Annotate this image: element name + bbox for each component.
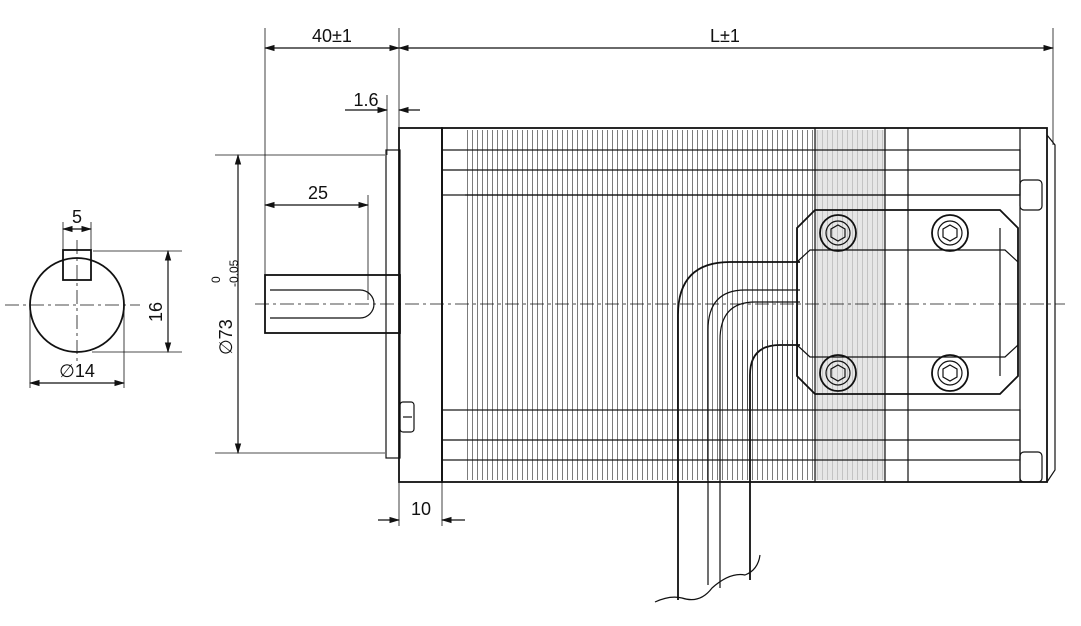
screw-bottom-right bbox=[931, 354, 969, 392]
flange-offset-label: 1.6 bbox=[353, 90, 378, 110]
screw-bottom-left bbox=[819, 354, 857, 392]
svg-text:0: 0 bbox=[209, 276, 223, 283]
screw-top-right bbox=[931, 214, 969, 252]
body-length-label: L±1 bbox=[710, 26, 740, 46]
stator-body bbox=[441, 127, 1056, 483]
key-length-label: 25 bbox=[308, 183, 328, 203]
motor-side-view: 40±1 L±1 1.6 25 ∅73 -0.05 0 10 bbox=[209, 26, 1065, 603]
screw-top-left bbox=[819, 214, 857, 252]
shaft-length-label: 40±1 bbox=[312, 26, 352, 46]
junction-block bbox=[796, 209, 1019, 395]
pilot-diameter-label: ∅73 -0.05 0 bbox=[209, 259, 241, 355]
shaft-diameter-label: ∅14 bbox=[59, 361, 95, 381]
svg-text:-0.05: -0.05 bbox=[227, 259, 241, 287]
motor-cable bbox=[654, 261, 800, 603]
flange-thickness-label: 10 bbox=[411, 499, 431, 519]
svg-text:∅73: ∅73 bbox=[216, 319, 236, 355]
key-height-label: 16 bbox=[146, 302, 166, 322]
key-width-label: 5 bbox=[72, 207, 82, 227]
front-flange bbox=[385, 127, 443, 483]
shaft-end-view: 5 16 ∅14 bbox=[5, 207, 182, 388]
